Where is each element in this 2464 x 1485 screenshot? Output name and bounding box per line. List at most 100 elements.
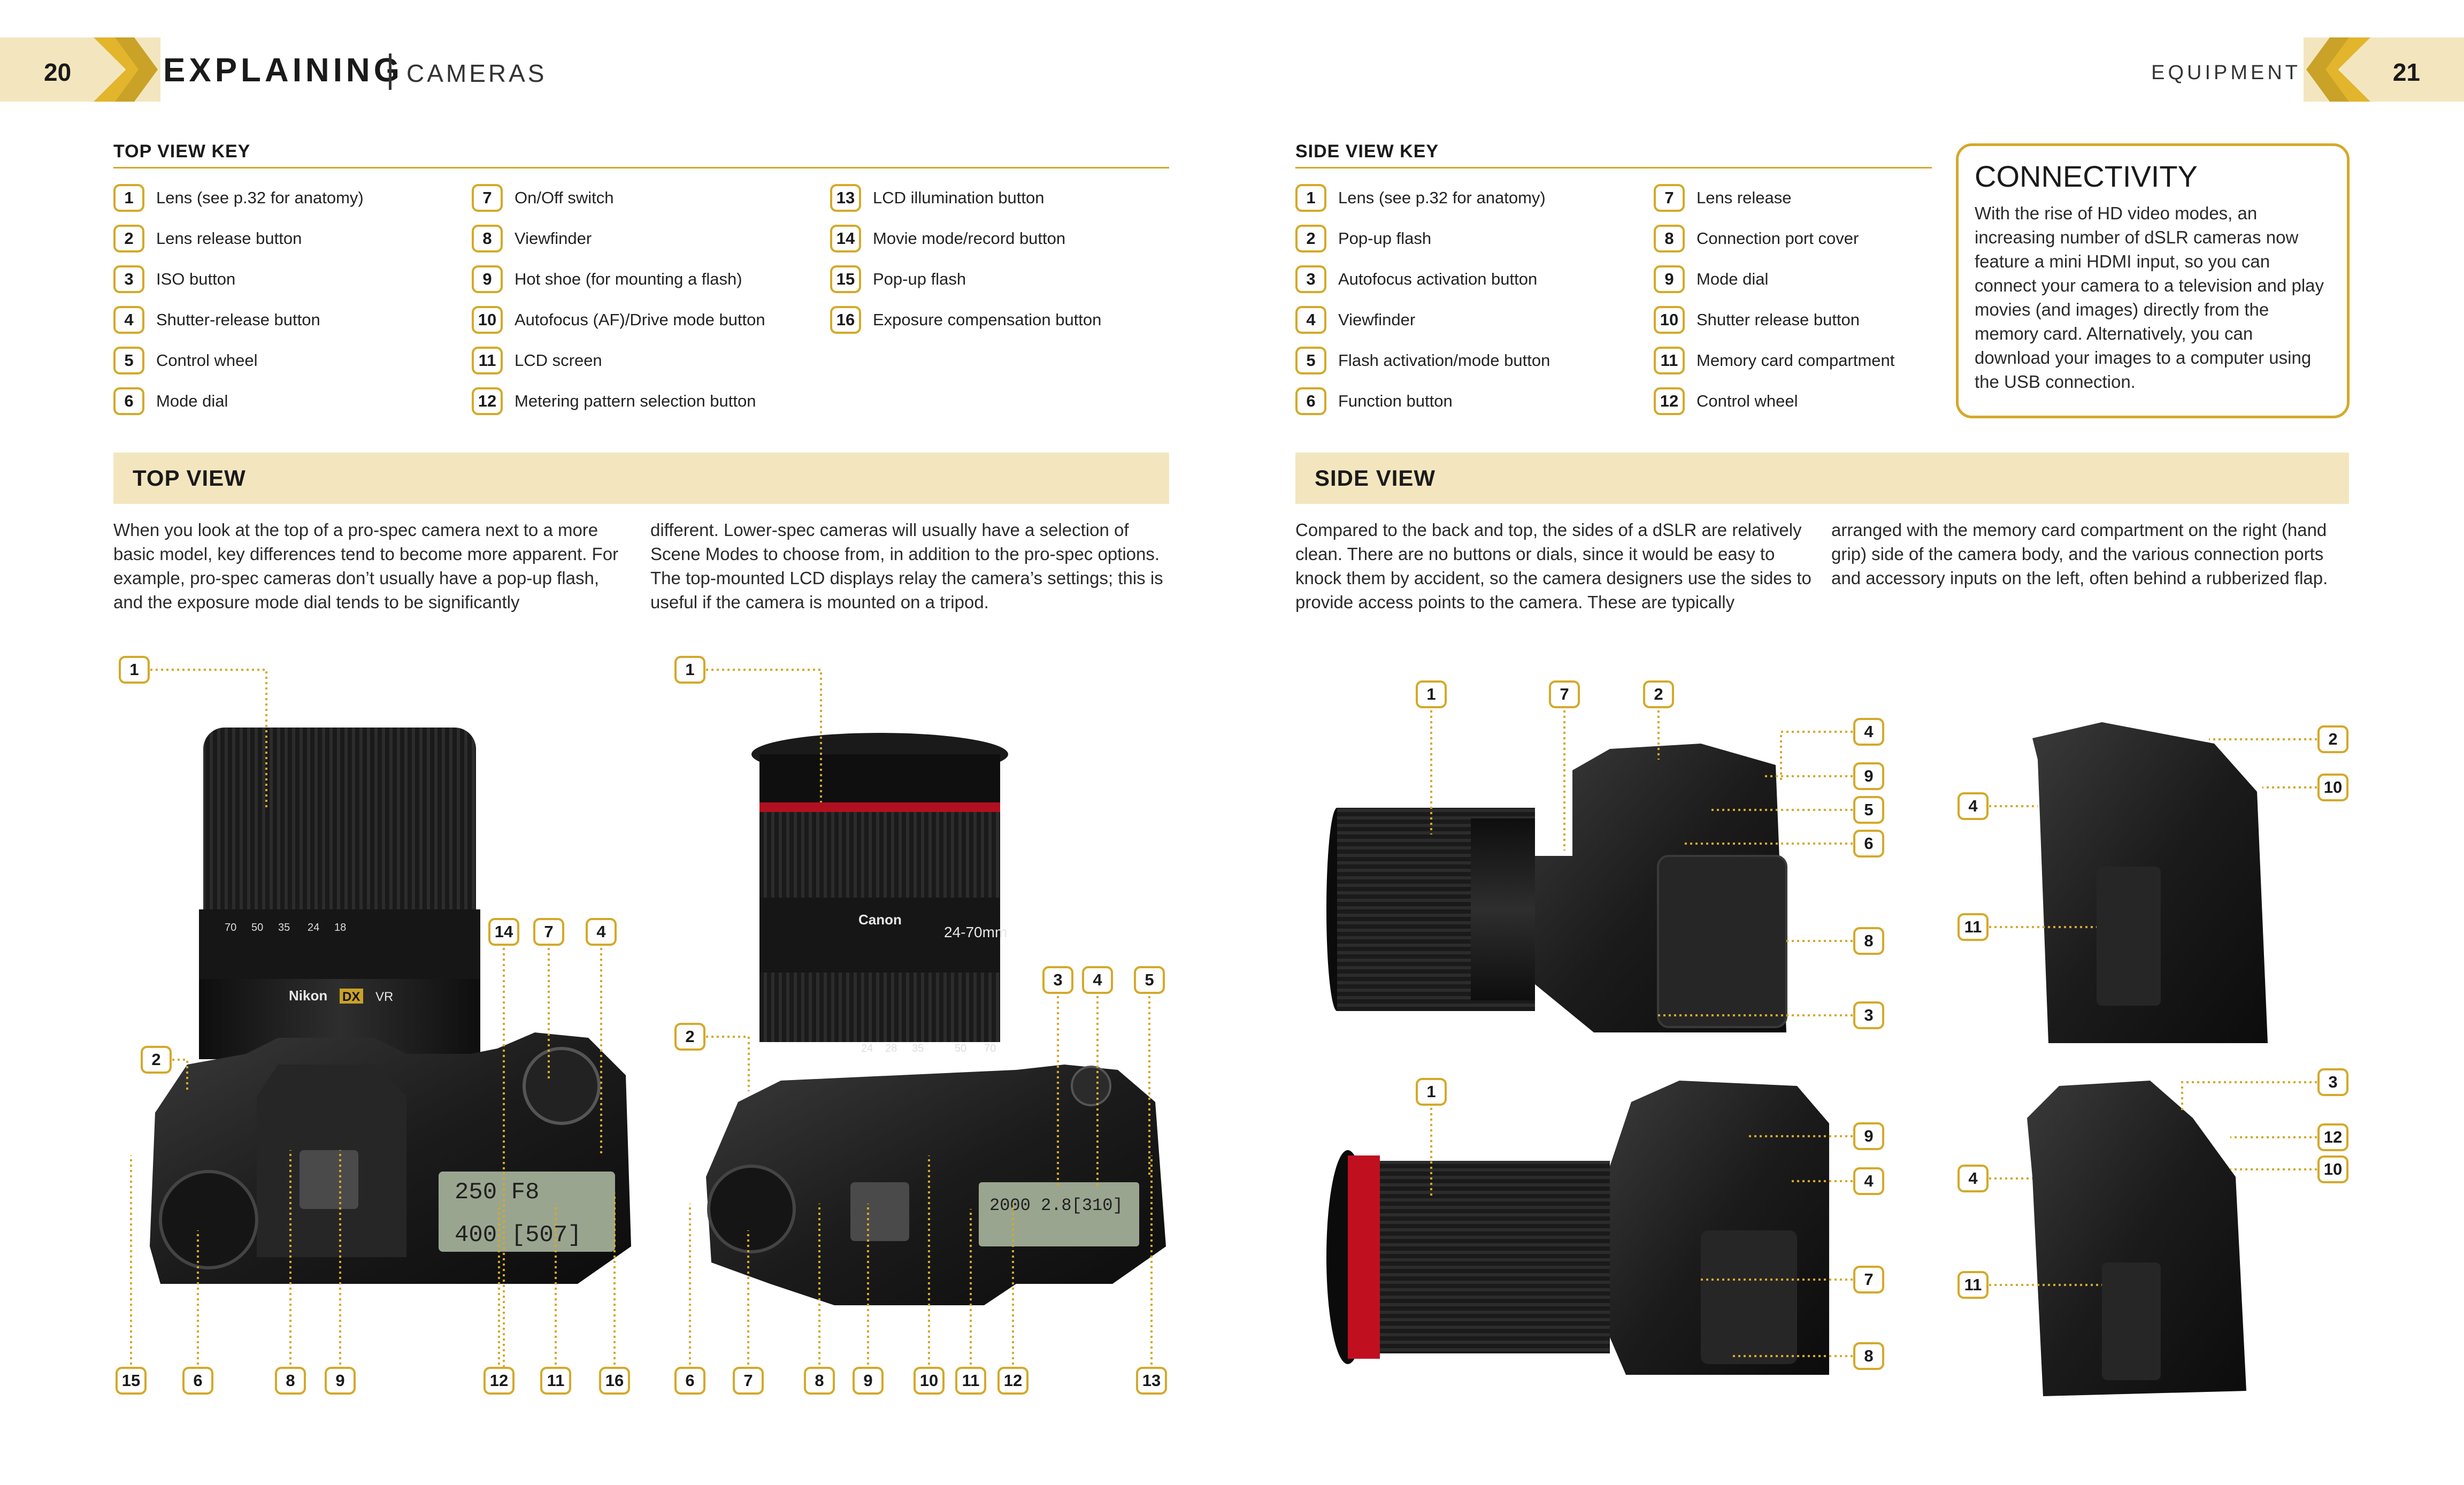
nikon-mode-dial [159, 1170, 258, 1269]
key-number-badge: 8 [1654, 225, 1685, 252]
key-number-badge: 11 [1654, 347, 1685, 374]
top-view-bar: TOP VIEW [113, 453, 1169, 504]
callout-leader-line [2181, 1081, 2333, 1113]
key-label: Control wheel [156, 351, 258, 370]
side-view-key-title: SIDE VIEW KEY [1295, 141, 1439, 162]
nikon-brand-mark: Nikon [289, 988, 327, 1004]
callout-badge-side-nikon-left: 9 [1853, 762, 1884, 790]
connectivity-box: CONNECTIVITY With the rise of HD video m… [1956, 143, 2350, 418]
nikon-side-lens-barrel [1471, 818, 1535, 1000]
nikon-lens-scale-50: 50 [251, 922, 263, 933]
key-number-badge: 7 [472, 184, 503, 212]
key-label: Memory card compartment [1697, 351, 1895, 370]
callout-badge-top-canon: 5 [1134, 966, 1165, 994]
key-item: 4 Viewfinder [1295, 304, 1550, 336]
key-label: ISO button [156, 270, 236, 288]
canon-scale-35: 35 [912, 1043, 924, 1054]
top-view-text-col2: different. Lower-spec cameras will usual… [650, 520, 1163, 612]
key-number-badge: 4 [1295, 306, 1326, 334]
nikon-side-view-grip-photo [2032, 722, 2268, 1043]
key-number-badge: 12 [1654, 387, 1685, 415]
canon-mode-dial [707, 1165, 796, 1253]
key-label: Flash activation/mode button [1338, 351, 1550, 370]
callout-badge-side-canon-left: 1 [1416, 1078, 1447, 1106]
top-view-key-rule [113, 167, 1169, 169]
callout-badge-top-nikon: 15 [116, 1367, 147, 1395]
canon-focus-ring [759, 973, 1000, 1042]
key-label: Mode dial [156, 392, 228, 410]
callout-badge-side-canon-right: 11 [1958, 1271, 1989, 1299]
key-label: LCD illumination button [873, 188, 1045, 207]
callout-badge-side-nikon-right: 10 [2317, 774, 2348, 801]
key-number-badge: 9 [1654, 265, 1685, 293]
side-view-text-col2: arranged with the memory card compartmen… [1831, 520, 2328, 588]
callout-badge-side-nikon-right: 11 [1958, 913, 1989, 941]
key-label: Viewfinder [1338, 310, 1416, 329]
key-number-badge: 9 [472, 265, 503, 293]
key-label: Shutter-release button [156, 310, 320, 329]
callout-badge-side-canon-right: 3 [2317, 1068, 2348, 1096]
page-number-left: 20 [44, 58, 72, 86]
key-number-badge: 1 [113, 184, 144, 212]
top-view-key-title: TOP VIEW KEY [113, 141, 251, 162]
callout-badge-side-canon-left: 7 [1853, 1266, 1884, 1293]
key-item: 11 Memory card compartment [1654, 345, 1894, 377]
callout-badge-top-canon: 9 [853, 1367, 884, 1395]
key-number-badge: 2 [113, 225, 144, 252]
nikon-dx-label: DX [342, 990, 360, 1004]
callout-leader-line [690, 669, 822, 802]
callout-badge-side-nikon-left: 8 [1853, 927, 1884, 955]
callout-badge-top-nikon: 1 [119, 656, 150, 684]
callout-badge-top-canon: 11 [955, 1367, 986, 1395]
key-number-badge: 10 [472, 306, 503, 334]
key-number-badge: 15 [830, 265, 861, 293]
top-view-text-col1: When you look at the top of a pro-spec c… [113, 520, 619, 612]
canon-shutter-button [1071, 1066, 1111, 1106]
key-number-badge: 5 [1295, 347, 1326, 374]
callout-badge-top-nikon: 14 [488, 918, 519, 946]
callout-badge-side-nikon-left: 2 [1643, 680, 1674, 708]
connectivity-title: CONNECTIVITY [1975, 159, 2198, 193]
key-label: Movie mode/record button [873, 229, 1066, 248]
key-number-badge: 3 [1295, 265, 1326, 293]
key-label: Connection port cover [1697, 229, 1859, 248]
canon-top-view-photo: Canon 24-70mm 24 28 35 50 70 2000 2.8[31… [706, 733, 1166, 1305]
chapter-title: EXPLAINING [163, 52, 403, 89]
key-label: Lens release [1697, 188, 1792, 207]
callout-badge-side-canon-left: 9 [1853, 1122, 1884, 1150]
callout-badge-top-canon: 8 [804, 1367, 835, 1395]
key-label: Pop-up flash [1338, 229, 1432, 248]
key-number-badge: 16 [830, 306, 861, 334]
callout-badge-top-canon: 3 [1042, 966, 1073, 994]
callout-badge-top-nikon: 8 [275, 1367, 306, 1395]
callout-badge-top-nikon: 6 [182, 1367, 213, 1395]
canon-side-zoom-ring [1380, 1161, 1610, 1353]
side-view-heading: SIDE VIEW [1315, 465, 1436, 491]
canon-zoom-ring [759, 812, 1000, 898]
key-label: Exposure compensation button [873, 310, 1102, 329]
key-number-badge: 11 [472, 347, 503, 374]
callout-badge-top-canon: 10 [914, 1367, 945, 1395]
key-number-badge: 5 [113, 347, 144, 374]
key-label: Viewfinder [515, 229, 592, 248]
key-item: 5 Control wheel [113, 345, 364, 377]
callout-badge-top-nikon: 7 [533, 918, 564, 946]
callout-badge-side-nikon-left: 1 [1416, 680, 1447, 708]
nikon-lens-scale-70: 70 [225, 922, 236, 933]
key-label: Lens release button [156, 229, 302, 248]
callout-leader-line [690, 1036, 750, 1091]
key-number-badge: 2 [1295, 225, 1326, 252]
